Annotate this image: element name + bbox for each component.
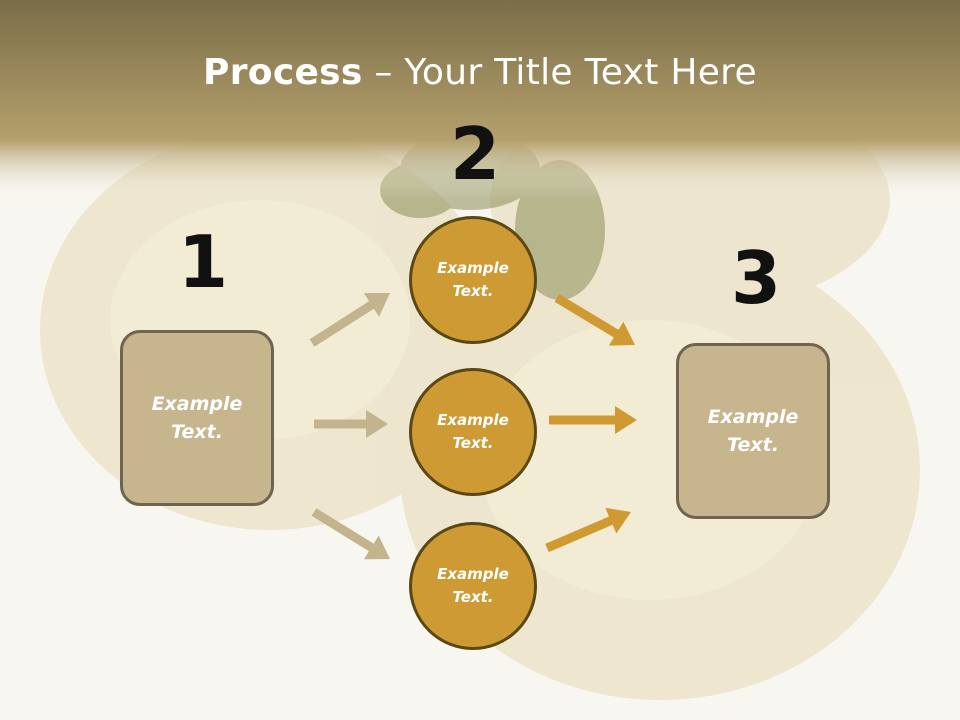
circle-bottom-label: Example Text.	[437, 564, 509, 606]
step-number-1: 1	[178, 220, 229, 304]
arrow-left-up	[309, 293, 390, 347]
left-box: Example Text.	[120, 330, 274, 506]
right-box: Example Text.	[676, 343, 830, 519]
circle-middle-label: Example Text.	[437, 410, 509, 452]
step-number-3: 3	[731, 236, 782, 320]
title-bold: Process	[203, 52, 363, 93]
slide-title: Process – Your Title Text Here	[0, 52, 960, 93]
title-rest: – Your Title Text Here	[362, 52, 757, 93]
step-number-2: 2	[450, 112, 501, 196]
arrow-left-down	[311, 508, 390, 560]
circle-bottom: Example Text.	[409, 522, 537, 650]
circle-top: Example Text.	[409, 216, 537, 344]
circle-middle: Example Text.	[409, 368, 537, 496]
right-box-label: Example Text.	[707, 405, 799, 457]
arrow-right-mid	[549, 406, 637, 434]
arrow-right-down	[545, 507, 631, 553]
left-box-label: Example Text.	[151, 392, 243, 444]
circle-top-label: Example Text.	[437, 258, 509, 300]
arrow-right-up	[554, 294, 635, 346]
arrow-left-mid	[314, 410, 388, 438]
